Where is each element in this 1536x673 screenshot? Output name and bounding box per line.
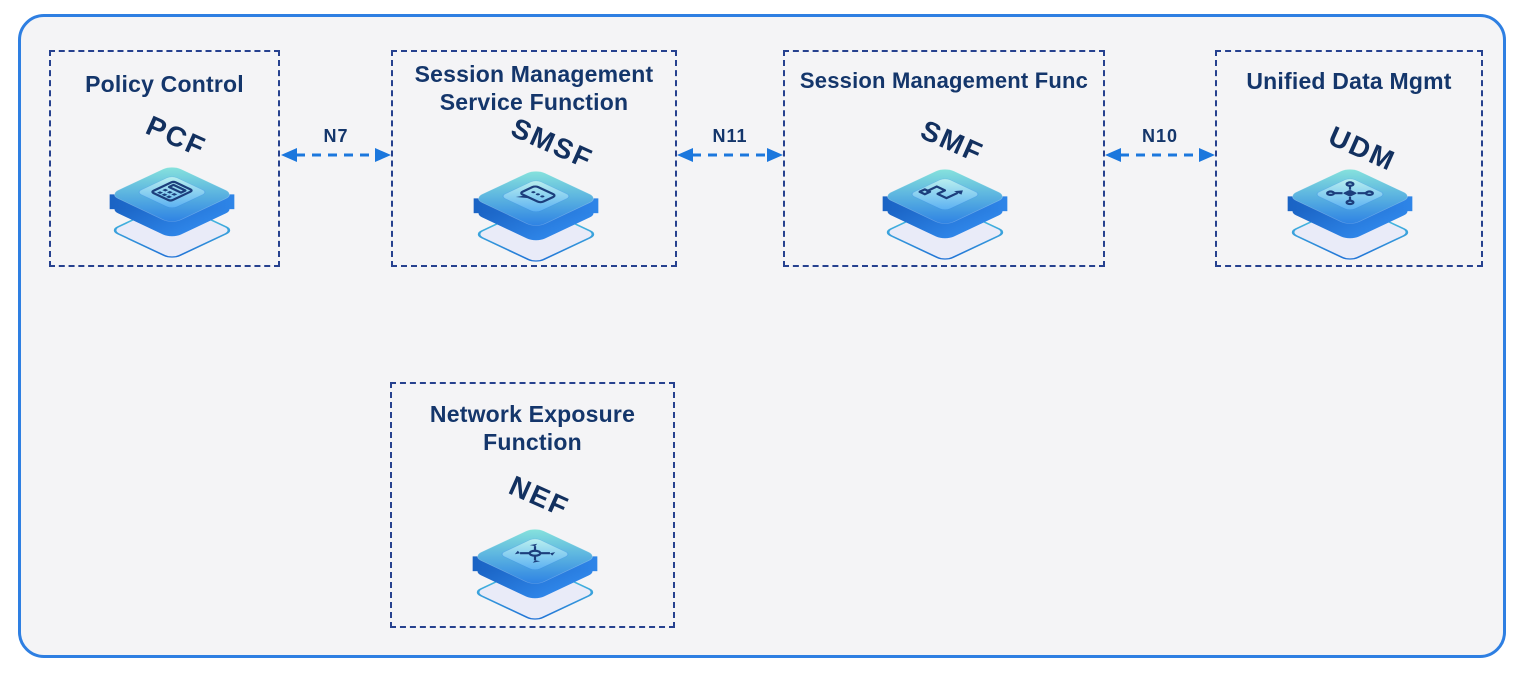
drone-icon [1326, 182, 1374, 205]
calculator-icon [151, 181, 193, 201]
node-title-line: Unified Data Mgmt [1246, 68, 1452, 94]
diagram-panel [18, 14, 1506, 658]
smf-cube-icon [882, 169, 1008, 260]
link-n11: N11 [677, 126, 783, 163]
link-label: N10 [1141, 126, 1179, 146]
double-arrow-icon [677, 148, 783, 162]
node-session-management-func: Session Management Func SMF [783, 50, 1105, 267]
double-arrow-icon [1105, 148, 1215, 162]
node-title-line: Function [483, 429, 582, 455]
node-title: Network Exposure Function [392, 400, 673, 456]
node-session-management-service-function: Session Management Service Function SMSF [391, 50, 677, 267]
node-title-line: Session Management Func [799, 68, 1089, 93]
smsf-cube-icon [473, 171, 599, 262]
link-n7: N7 [281, 126, 391, 163]
link-label: N11 [712, 126, 748, 146]
node-title-line: Service Function [439, 89, 629, 115]
node-title: Unified Data Mgmt [1217, 67, 1481, 95]
node-title-line: Policy Control [85, 71, 244, 97]
node-unified-data-mgmt: Unified Data Mgmt UDM [1215, 50, 1483, 267]
link-n10: N10 [1105, 126, 1215, 163]
node-network-exposure-function: Network Exposure Function NEF [390, 382, 675, 628]
node-title-line: Network Exposure [429, 401, 636, 427]
node-title: Policy Control [51, 70, 278, 98]
link-label: N7 [323, 126, 349, 146]
node-policy-control: Policy Control PCF [49, 50, 280, 267]
message-icon [515, 186, 557, 206]
circuit-icon [920, 181, 963, 203]
drone-arrows-icon [514, 543, 556, 563]
udm-cube-icon [1287, 169, 1413, 260]
node-title: Session Management Service Function [393, 60, 675, 116]
double-arrow-icon [281, 148, 391, 162]
node-title-line: Session Management [414, 61, 654, 87]
pcf-cube-icon [109, 167, 235, 258]
node-title: Session Management Func [785, 67, 1103, 95]
nef-cube-icon [472, 529, 598, 620]
